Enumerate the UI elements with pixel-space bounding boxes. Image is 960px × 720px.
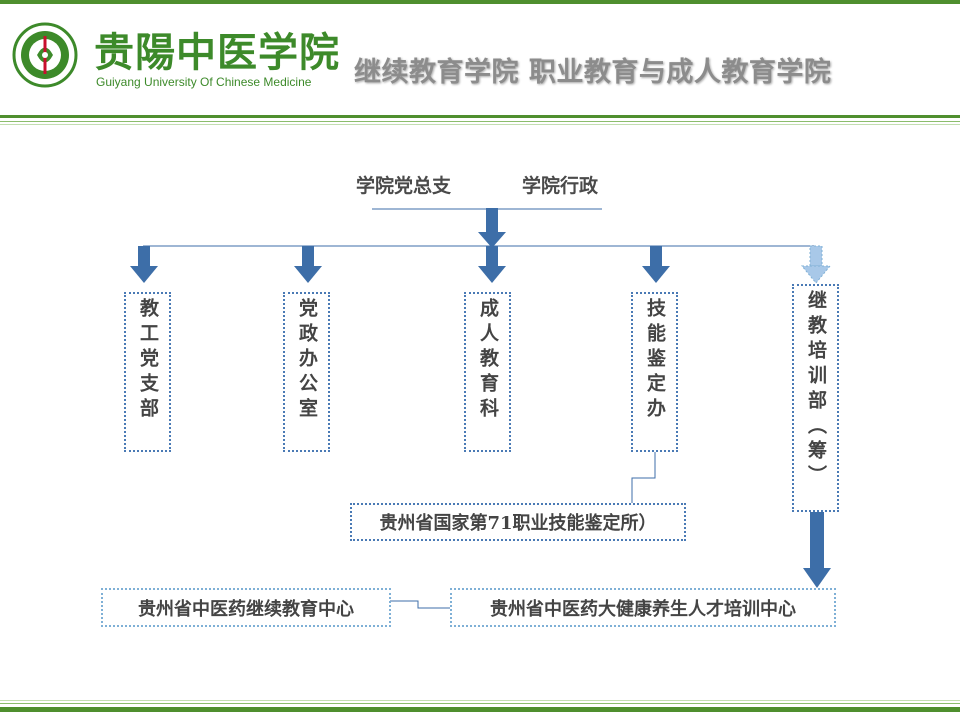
dept-box-faculty-party: 教工党支部: [124, 292, 171, 452]
center-left-box: 贵州省中医药继续教育中心: [101, 588, 391, 627]
dept-box-adult-education: 成人教育科: [464, 292, 511, 452]
dept-label: 成人教育科: [477, 298, 499, 423]
arrow-down-icon: [803, 512, 831, 588]
arrow-down-icon: [478, 208, 506, 248]
dept-label: 党政办公室: [296, 298, 318, 423]
arrow-down-icon: [478, 246, 506, 283]
footer-divider-thin: [0, 703, 960, 704]
dept-label: 技能鉴定办: [644, 298, 666, 423]
arrow-down-icon: [130, 246, 158, 283]
dept-label: 教工党支部: [137, 298, 159, 423]
center-right-label: 贵州省中医药大健康养生人才培训中心: [490, 598, 796, 620]
footer-divider-faint: [0, 700, 960, 701]
dept-box-office: 党政办公室: [283, 292, 330, 452]
arrow-down-dashed-icon: [800, 245, 832, 284]
dept-box-skill-office: 技能鉴定办: [631, 292, 678, 452]
center-right-box: 贵州省中医药大健康养生人才培训中心: [450, 588, 836, 627]
skill-institute-box: 贵州省国家第71职业技能鉴定所）: [350, 503, 686, 541]
logo-english-name: Guiyang University Of Chinese Medicine: [96, 75, 312, 89]
header-divider-thick: [0, 115, 960, 118]
skill-institute-label: 贵州省国家第71职业技能鉴定所）: [379, 513, 657, 534]
administration-label: 学院行政: [522, 175, 599, 197]
dept-box-training: 继教培训部（筹）: [792, 284, 839, 512]
header-divider-thin: [0, 121, 960, 122]
connector-skill-institute: [631, 452, 656, 503]
university-seal-icon: [12, 22, 78, 88]
arrow-down-icon: [642, 246, 670, 283]
center-left-label: 贵州省中医药继续教育中心: [138, 598, 354, 620]
dept-label: 继教培训部（筹）: [805, 290, 827, 490]
header-divider-faint: [0, 124, 960, 125]
party-branch-label: 学院党总支: [356, 175, 452, 197]
arrow-down-icon: [294, 246, 322, 283]
page-title: 继续教育学院 职业教育与成人教育学院: [354, 57, 832, 88]
top-accent-bar: [0, 0, 960, 4]
footer-divider-thick: [0, 707, 960, 712]
connector-centers: [390, 600, 450, 609]
logo-chinese-name: 贵陽中医学院: [94, 29, 340, 76]
